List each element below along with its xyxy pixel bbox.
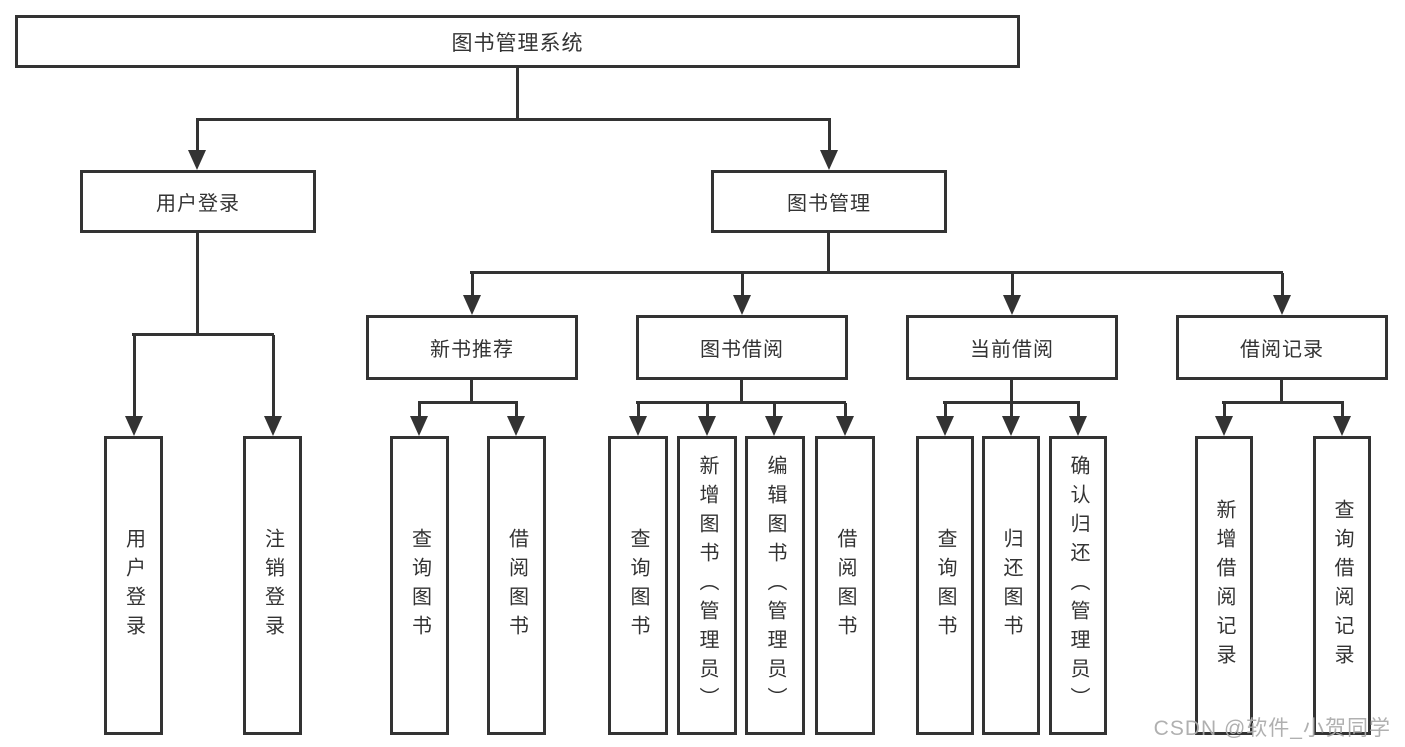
arrow-to-group-current-borrow [1003,273,1021,315]
group-label: 当前借阅 [970,339,1054,361]
connector-group1-stem [470,380,473,403]
branch-label: 图书管理 [787,193,871,215]
leaf-label: 查询图书 [627,527,649,644]
leaf-node-logout: 注销登录 [243,436,302,735]
group-label: 借阅记录 [1240,339,1324,361]
csdn-watermark: CSDN @软件_小贺同学 [1153,717,1391,740]
arrow-to-group-borrow-record [1273,273,1291,315]
branch-label: 用户登录 [156,193,240,215]
connector-group3-hline [943,401,1080,404]
leaf-label: 借阅图书 [834,527,856,644]
leaf-node-add-borrow-record: 新增借阅记录 [1195,436,1253,735]
connector-group4-hline [1222,401,1344,404]
leaf-node-borrow-books-1: 借阅图书 [487,436,546,735]
arrow-to-leaf [1215,403,1233,436]
connector-book-management-stem [827,233,830,273]
connector-user-login-stem [196,233,199,335]
leaf-node-edit-book-admin: 编辑图书（管理员） [745,436,805,735]
leaf-node-query-books-3: 查询图书 [916,436,974,735]
arrow-to-group-book-borrow [733,273,751,315]
connector-book-management-hline [470,271,1283,274]
connector-group2-hline [636,401,846,404]
group-label: 新书推荐 [430,339,514,361]
arrow-to-leaf-user-login [125,335,143,436]
arrow-to-leaf [698,403,716,436]
connector-root-stem [516,67,519,121]
leaf-node-add-book-admin: 新增图书（管理员） [677,436,737,735]
branch-node-book-management: 图书管理 [711,170,947,233]
leaf-label: 注销登录 [261,527,284,644]
arrow-to-book-management [820,120,838,170]
leaf-label: 编辑图书（管理员） [764,455,786,716]
arrow-to-leaf-logout [264,335,282,436]
leaf-node-query-borrow-record: 查询借阅记录 [1313,436,1371,735]
connector-group3-stem [1010,380,1013,403]
arrow-to-user-login [188,120,206,170]
leaf-label: 查询图书 [408,527,431,644]
arrow-to-leaf [410,403,428,436]
leaf-label: 借阅图书 [505,527,528,644]
leaf-label: 新增图书（管理员） [696,455,718,716]
root-node-label: 图书管理系统 [451,31,584,55]
leaf-label: 查询图书 [934,527,956,644]
leaf-label: 用户登录 [122,527,145,644]
arrow-to-leaf [1333,403,1351,436]
group-node-current-borrow: 当前借阅 [906,315,1118,380]
leaf-label: 确认归还（管理员） [1067,455,1089,716]
connector-user-login-hline [132,333,274,336]
group-label: 图书借阅 [700,339,784,361]
group-node-borrow-record: 借阅记录 [1176,315,1388,380]
arrow-to-leaf [765,403,783,436]
arrow-to-leaf [1002,403,1020,436]
connector-group2-stem [740,380,743,403]
leaf-node-return-books: 归还图书 [982,436,1040,735]
connector-group4-stem [1280,380,1283,403]
leaf-node-confirm-return-admin: 确认归还（管理员） [1049,436,1107,735]
group-node-book-borrow: 图书借阅 [636,315,848,380]
leaf-label: 查询借阅记录 [1331,498,1353,673]
leaf-node-query-books-2: 查询图书 [608,436,668,735]
leaf-node-user-login: 用户登录 [104,436,163,735]
arrow-to-leaf [836,403,854,436]
group-node-new-book-recommend: 新书推荐 [366,315,578,380]
branch-node-user-login: 用户登录 [80,170,316,233]
leaf-label: 新增借阅记录 [1213,498,1235,673]
root-node-library-system: 图书管理系统 [15,15,1020,68]
connector-root-hline [196,118,831,121]
connector-group1-hline [418,401,518,404]
leaf-label: 归还图书 [1000,527,1022,644]
arrow-to-group-new-book [463,273,481,315]
leaf-node-borrow-books-2: 借阅图书 [815,436,875,735]
arrow-to-leaf [507,403,525,436]
leaf-node-query-books-1: 查询图书 [390,436,449,735]
arrow-to-leaf [1069,403,1087,436]
arrow-to-leaf [936,403,954,436]
arrow-to-leaf [629,403,647,436]
